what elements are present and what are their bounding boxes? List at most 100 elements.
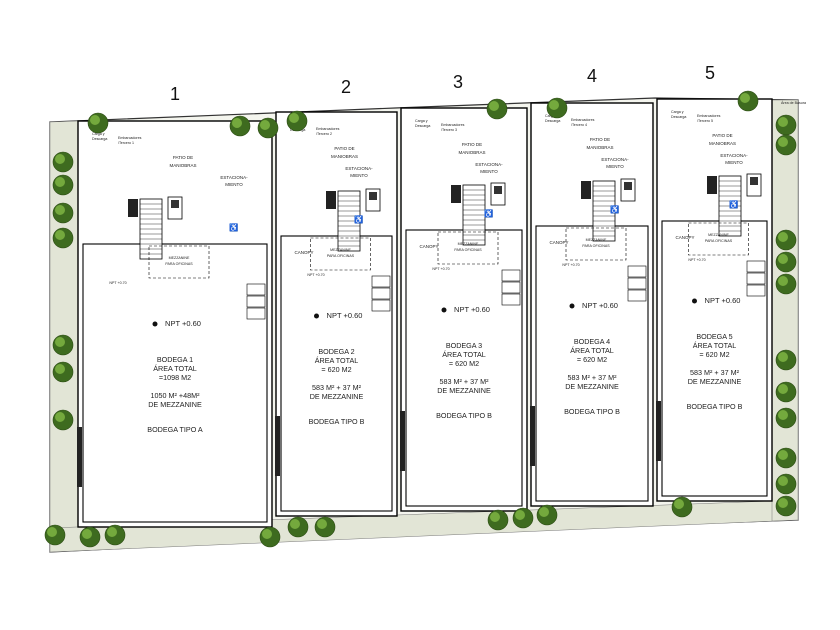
tree-highlight xyxy=(489,101,499,111)
tree-icon xyxy=(536,504,558,526)
tree-icon xyxy=(775,273,797,295)
tree-icon xyxy=(52,334,74,356)
area-label: ÁREA TOTAL xyxy=(315,356,359,365)
tree-icon xyxy=(286,110,308,132)
tree-icon xyxy=(44,524,66,546)
boarding-label: Embarcadores xyxy=(441,123,465,127)
mezzanine-label: MEZZANINE xyxy=(586,238,607,242)
boarding-label: /Tercero 5 xyxy=(697,119,713,123)
tree-icon xyxy=(52,361,74,383)
mezzanine-outline xyxy=(688,222,749,256)
restroom xyxy=(501,293,521,306)
patio-label: MANIOBRAS xyxy=(709,141,736,146)
npt-label: NPT +0.60 xyxy=(705,296,741,305)
garbage-area-label: Área de Basura xyxy=(781,101,806,105)
npt-small-label: NPT +0.70 xyxy=(688,258,705,262)
restroom xyxy=(246,295,266,308)
tree-icon xyxy=(775,229,797,251)
tree-icon xyxy=(546,97,568,119)
tree-highlight xyxy=(55,177,65,187)
canopy-label: CANOPY xyxy=(549,240,568,245)
bay-number: 1 xyxy=(170,84,180,104)
tree-icon xyxy=(259,526,281,548)
level-marker-icon xyxy=(569,303,575,309)
area-value: =1098 M2 xyxy=(159,373,191,382)
truck-cab xyxy=(624,182,632,190)
tree-highlight xyxy=(778,476,788,486)
restroom xyxy=(746,284,766,297)
tree-icon xyxy=(287,516,309,538)
parking-label: ESTACIONA- xyxy=(345,166,373,171)
area-value: = 620 M2 xyxy=(699,350,729,359)
parking-label: MIENTO xyxy=(725,160,743,165)
parking-label: MIENTO xyxy=(225,182,243,187)
tree-highlight xyxy=(778,117,788,127)
tree-icon xyxy=(737,90,759,112)
patio-label: PATIO DE xyxy=(712,133,732,138)
tree-icon xyxy=(775,381,797,403)
boarding-label: /Tercero 3 xyxy=(441,128,457,132)
level-marker-icon xyxy=(152,321,158,327)
bodega-name: BODEGA 2 xyxy=(318,347,354,356)
tree-highlight xyxy=(90,115,100,125)
tree-highlight xyxy=(539,507,549,517)
boarding-label: /Tercero 4 xyxy=(571,123,587,127)
tree-icon xyxy=(52,151,74,173)
mezzanine-label: MEZZANINE xyxy=(169,256,190,260)
tree-icon xyxy=(52,409,74,431)
tree-icon xyxy=(79,526,101,548)
tree-highlight xyxy=(47,527,57,537)
area-breakdown: 1050 M² +48M² xyxy=(151,391,201,400)
tree-icon xyxy=(104,524,126,546)
parking-label: MIENTO xyxy=(350,173,368,178)
mezzanine-outline xyxy=(310,237,371,271)
tree-icon xyxy=(775,134,797,156)
patio-label: MANIOBRAS xyxy=(331,154,358,159)
truck-cab xyxy=(750,177,758,185)
tree-icon xyxy=(671,496,693,518)
tree-highlight xyxy=(289,113,299,123)
tree-highlight xyxy=(778,410,788,420)
parking-label: ESTACIONA- xyxy=(601,157,629,162)
tree-highlight xyxy=(778,137,788,147)
parking-label: MIENTO xyxy=(480,169,498,174)
area-label: ÁREA TOTAL xyxy=(442,350,486,359)
area-value: = 620 M2 xyxy=(449,359,479,368)
parking-label: MIENTO xyxy=(606,164,624,169)
area-value: = 620 M2 xyxy=(577,355,607,364)
bodega-name: BODEGA 1 xyxy=(157,355,193,364)
area-breakdown: DE MEZZANINE xyxy=(148,400,202,409)
patio-label: PATIO DE xyxy=(334,146,354,151)
tree-icon xyxy=(229,115,251,137)
patio-label: MANIOBRAS xyxy=(458,150,485,155)
tree-icon xyxy=(775,251,797,273)
tree-highlight xyxy=(232,118,242,128)
wall-column-strip xyxy=(275,416,280,476)
restroom xyxy=(746,260,766,273)
patio-label: PATIO DE xyxy=(590,137,610,142)
loading-label: Carga y xyxy=(671,110,684,114)
dock-block xyxy=(581,181,591,199)
boarding-label: /Tercero 1 xyxy=(118,141,134,145)
tree-highlight xyxy=(549,100,559,110)
restroom xyxy=(501,281,521,294)
area-breakdown: DE MEZZANINE xyxy=(310,392,364,401)
restroom xyxy=(371,299,391,312)
accessible-parking-icon: ♿ xyxy=(354,215,363,224)
restroom xyxy=(371,275,391,288)
npt-small-label: NPT +0.70 xyxy=(307,273,324,277)
mezzanine-outline xyxy=(148,245,210,279)
accessible-parking-icon: ♿ xyxy=(610,205,619,214)
npt-label: NPT +0.60 xyxy=(454,305,490,314)
tree-icon xyxy=(486,98,508,120)
restroom xyxy=(746,272,766,285)
mezzanine-outline xyxy=(437,231,499,265)
area-breakdown: 583 M² + 37 M² xyxy=(440,377,490,386)
area-label: ÁREA TOTAL xyxy=(153,364,197,373)
mezzanine-label: PARA OFICINAS xyxy=(705,239,733,243)
boarding-label: Embarcadores xyxy=(118,136,142,140)
